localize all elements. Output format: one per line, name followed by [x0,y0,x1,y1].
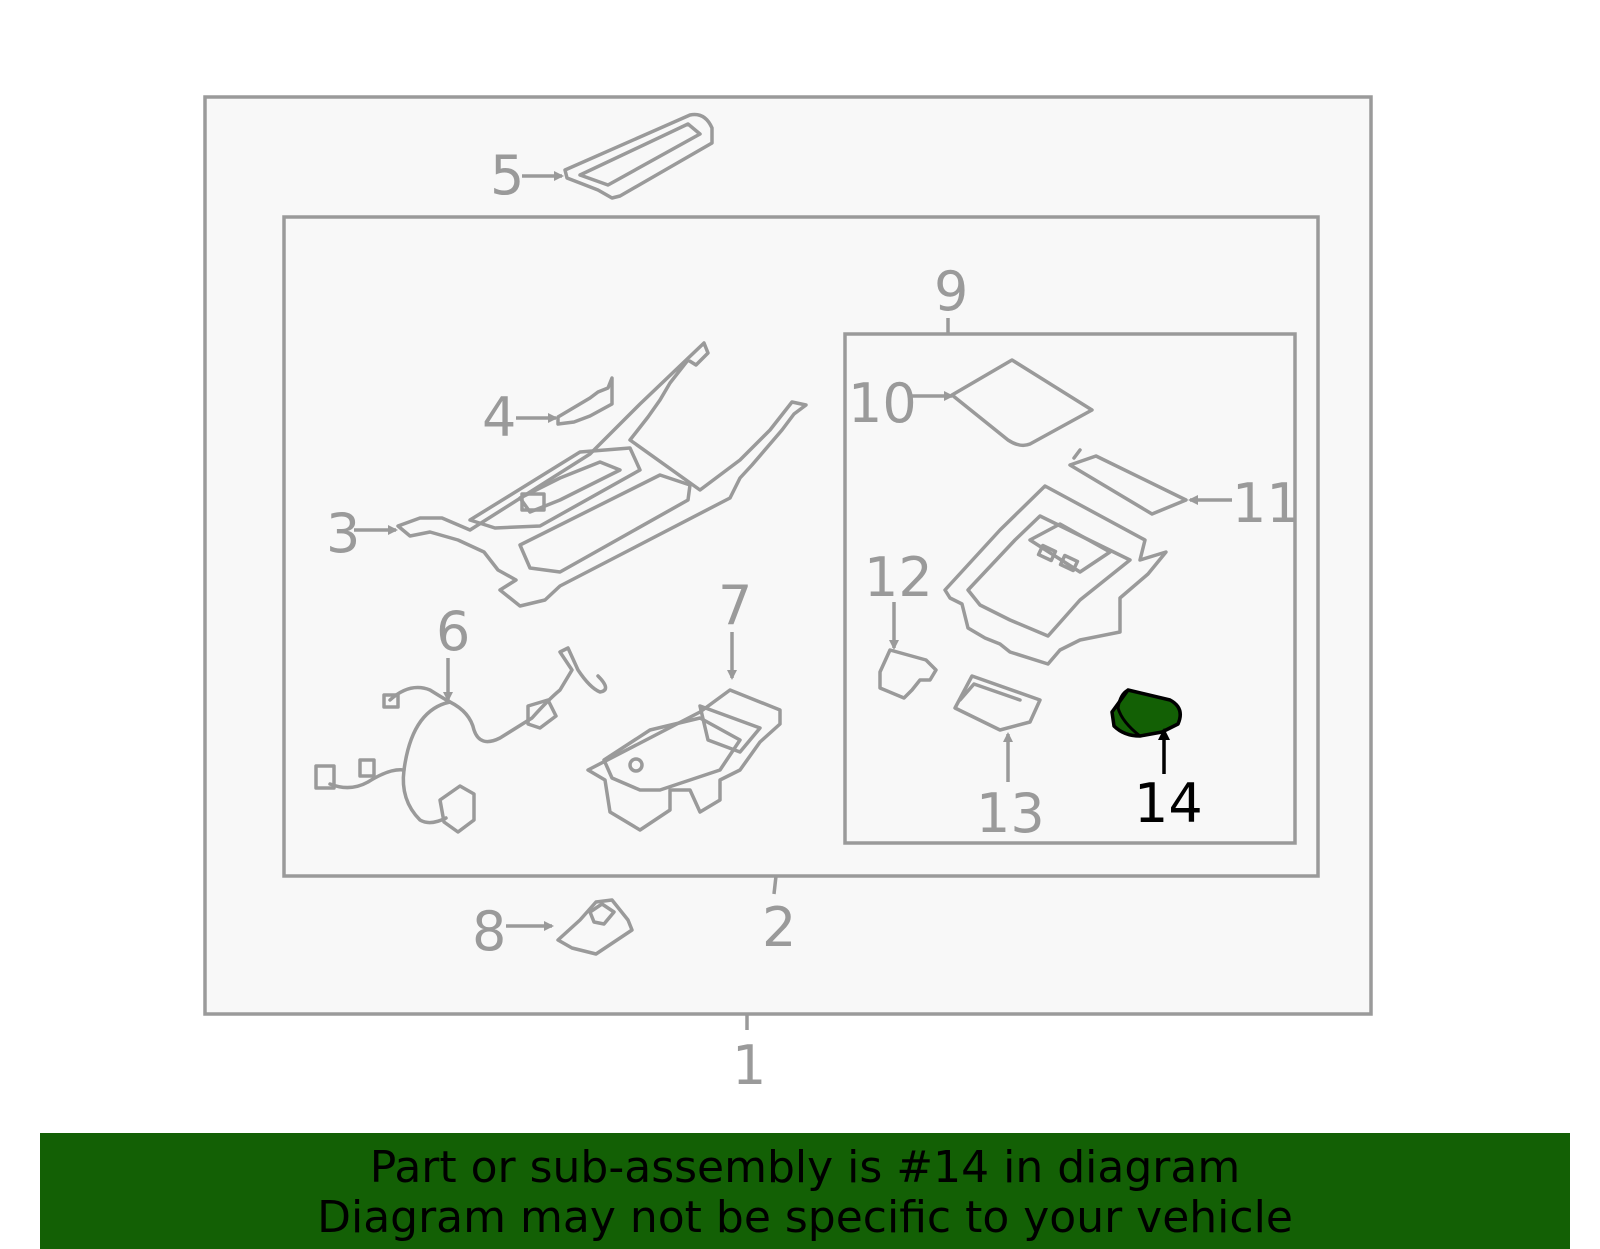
part-7-storage-tray [586,688,782,832]
callout-8: 8 [472,900,506,963]
callout-5: 5 [490,144,524,207]
part-3-console-panel [396,341,808,608]
leader-lines [354,171,1232,1030]
part-14-highlighted[interactable] [1110,688,1182,738]
callout-6: 6 [436,600,470,663]
callout-4: 4 [482,386,516,449]
callout-10: 10 [848,372,917,435]
part-10-lid [950,358,1094,448]
part-5-trim-panel [563,112,714,200]
callout-11: 11 [1232,472,1301,535]
assembly-box-2 [282,215,1320,878]
part-6-wiring-harness [314,646,608,834]
part-8-shifter [556,898,634,956]
info-banner: Part or sub-assembly is #14 in diagram D… [40,1133,1570,1249]
part-9-armrest-body [943,484,1168,666]
part-12-clip [878,648,938,700]
callout-9: 9 [934,260,968,323]
callout-7: 7 [718,574,752,637]
banner-line-1: Part or sub-assembly is #14 in diagram [369,1142,1241,1193]
callout-12: 12 [864,546,933,609]
callout-14[interactable]: 14 [1134,772,1203,835]
assembly-box-1 [203,95,1373,1016]
callout-2: 2 [762,896,796,959]
callout-13: 13 [976,782,1045,845]
part-4-bracket [556,376,614,426]
callout-1: 1 [732,1034,766,1097]
assembly-box-9 [843,332,1297,845]
part-11-pad [1068,448,1188,516]
part-13-tray [953,674,1042,732]
banner-line-2: Diagram may not be specific to your vehi… [317,1192,1293,1243]
callout-3: 3 [326,502,360,565]
